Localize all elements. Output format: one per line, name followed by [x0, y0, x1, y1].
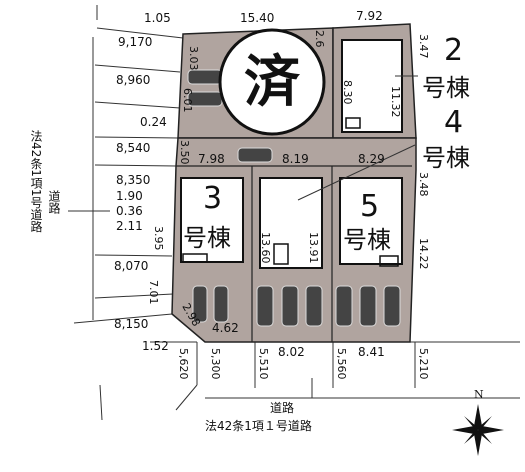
dim: 13.60 [259, 232, 272, 264]
lot-4-number: 4 [444, 105, 463, 140]
road-left-side: 道路 [47, 190, 61, 215]
dim: 5,300 [209, 348, 222, 380]
house-2 [341, 39, 403, 133]
dim: 8,150 [114, 317, 148, 331]
dim: 11.32 [389, 86, 402, 118]
lot-5-number: 5 [360, 189, 379, 224]
entrance-marks [182, 117, 399, 267]
road-left-vertical: 法42条1項1号道路 [29, 130, 43, 234]
dim: 3.50 [178, 140, 191, 165]
house-3 [180, 177, 244, 263]
dim: 3.48 [417, 172, 430, 197]
dim: 1.52 [142, 339, 169, 353]
dim: 8.29 [358, 152, 385, 166]
dim: 8,960 [116, 73, 150, 87]
dim: 0.36 [116, 204, 143, 218]
dim: 3.47 [417, 34, 430, 59]
dim: 13.91 [307, 232, 320, 264]
dim: 7.92 [356, 9, 383, 23]
dim: 5,510 [257, 348, 270, 380]
lot-2-label: 号棟 [422, 74, 470, 102]
dim: 8,070 [114, 259, 148, 273]
dim: 6.01 [181, 88, 194, 113]
dim: 1.05 [144, 11, 171, 25]
road-bottom-1: 道路 [270, 400, 294, 415]
dim: 8,350 [116, 173, 150, 187]
dim: 3.95 [152, 226, 165, 251]
dim: 8.30 [341, 80, 354, 105]
lot-3-number: 3 [203, 181, 222, 216]
dim: 9,170 [118, 35, 152, 49]
dim: 14.22 [417, 238, 430, 270]
house-5 [339, 177, 403, 265]
dim: 5,620 [177, 348, 190, 380]
dim: 3.03 [187, 46, 200, 71]
dim: 5,560 [335, 348, 348, 380]
lot-5-label: 号棟 [343, 226, 391, 254]
dim: 4.62 [212, 321, 239, 335]
road-bottom-2: 法42条1項１号道路 [205, 418, 312, 433]
sold-stamp-text: 済 [244, 50, 301, 115]
dim: 2.6 [313, 30, 326, 48]
house-4 [259, 177, 323, 269]
dim: 0.24 [140, 115, 167, 129]
lot-labels: 2 号棟 4 号棟 3 号棟 5 号棟 [183, 33, 470, 254]
dim: 15.40 [240, 11, 274, 25]
lot-4-label: 号棟 [422, 144, 470, 172]
dim: 8.19 [282, 152, 309, 166]
houses [180, 39, 403, 269]
dim: 2.11 [116, 219, 143, 233]
dim: 1.90 [116, 189, 143, 203]
lot-3-label: 号棟 [183, 224, 231, 252]
leader-lines [68, 75, 418, 212]
dim: 8.41 [358, 345, 385, 359]
lot-2-number: 2 [444, 33, 463, 68]
dim: 5,210 [417, 348, 430, 380]
compass-north: N [474, 388, 484, 401]
road-labels: 道路 法42条1項１号道路 法42条1項1号道路 道路 [29, 130, 312, 433]
compass-icon: N [452, 388, 504, 456]
sold-stamp: 済 [218, 28, 326, 136]
dim: 8.02 [278, 345, 305, 359]
dim: 8,540 [116, 141, 150, 155]
dimensions: 1.05 15.40 7.92 9,170 8,960 0.24 8,540 8… [114, 9, 385, 359]
dim: 7.01 [147, 280, 160, 305]
parking [187, 69, 401, 327]
dim: 7.98 [198, 152, 225, 166]
